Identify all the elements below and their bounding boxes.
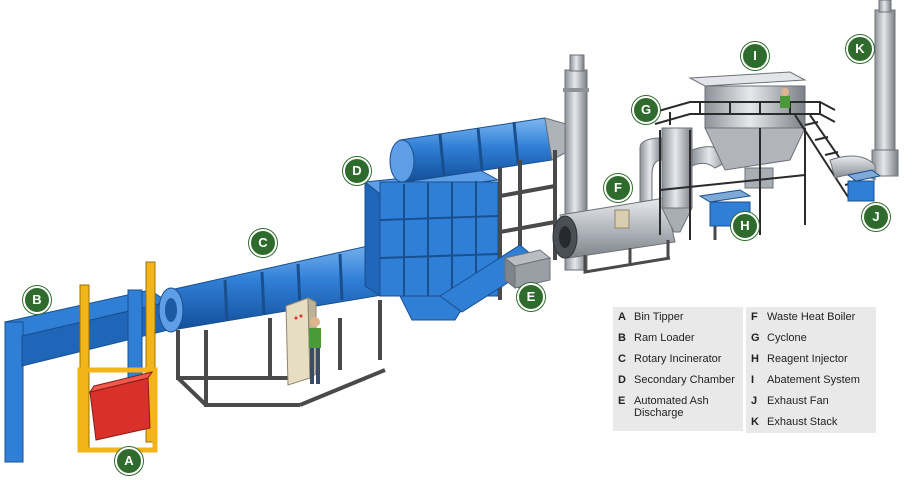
legend-item: A Bin Tipper [613,307,743,328]
badge-reagent-injector: H [731,212,759,240]
legend-label: Rotary Incinerator [634,353,722,366]
platform-worker-figure [780,88,790,108]
badge-abatement-system: I [741,42,769,70]
legend-label: Cyclone [767,332,807,345]
legend-item: E Automated Ash Discharge [613,391,743,432]
legend-key: C [618,353,626,366]
legend-item: C Rotary Incinerator [613,349,743,370]
badge-automated-ash-discharge: E [517,283,545,311]
badge-exhaust-fan: J [862,203,890,231]
legend-item: D Secondary Chamber [613,370,743,391]
legend-item: G Cyclone [746,328,876,349]
legend-item: K Exhaust Stack [746,412,876,434]
legend-item: I Abatement System [746,370,876,391]
legend-key: D [618,374,626,387]
legend-column-left: A Bin Tipper B Ram Loader C Rotary Incin… [613,307,743,432]
platform [654,101,866,240]
exhaust-fan [846,169,882,202]
legend-label: Secondary Chamber [634,374,735,387]
legend-key: B [618,332,626,345]
legend-item: F Waste Heat Boiler [746,307,876,328]
legend-label: Waste Heat Boiler [767,311,856,323]
ash-discharge-unit [503,249,552,290]
incinerator-frame [176,300,386,407]
legend-key: H [751,353,759,366]
exhaust-stack [829,0,899,181]
legend-label: Reagent Injector [767,353,848,366]
badge-secondary-chamber: D [343,157,371,185]
badge-exhaust-stack: K [846,35,874,63]
legend-label: Bin Tipper [634,311,684,323]
operator-figure [309,317,321,384]
legend-item: H Reagent Injector [746,349,876,370]
legend-key: K [751,416,759,429]
bin-tipper [77,261,158,453]
legend-column-right: F Waste Heat Boiler G Cyclone H Reagent … [746,307,876,434]
legend-item: B Ram Loader [613,328,743,349]
badge-rotary-incinerator: C [249,229,277,257]
legend-key: I [751,374,755,387]
component-legend: A Bin Tipper B Ram Loader C Rotary Incin… [613,307,878,435]
legend-item: J Exhaust Fan [746,391,876,412]
legend-key: J [751,395,758,408]
rotary-incinerator [158,239,401,333]
badge-cyclone: G [632,96,660,124]
legend-key: G [751,332,760,345]
legend-label: Automated Ash Discharge [634,395,709,420]
legend-key: E [618,395,626,408]
legend-label: Abatement System [767,374,860,387]
badge-waste-heat-boiler: F [604,174,632,202]
legend-label: Exhaust Stack [767,416,838,429]
legend-key: F [751,311,758,323]
badge-ram-loader: B [23,286,51,314]
waste-heat-boiler [552,197,676,274]
legend-key: A [618,311,626,323]
cyclone [639,127,731,233]
legend-label: Ram Loader [634,332,695,345]
badge-bin-tipper: A [115,447,143,475]
legend-label: Exhaust Fan [767,395,829,408]
